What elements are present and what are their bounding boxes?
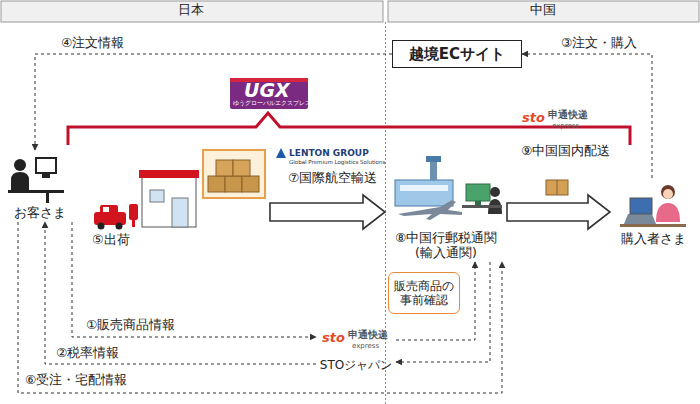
customer-node: お客さま xyxy=(2,150,78,222)
node-text: ⑤出荷 xyxy=(92,232,130,248)
precheck-box: 販売商品の事前確認 xyxy=(388,272,460,314)
parcel-icon xyxy=(546,180,568,195)
ec-site-box: 越境ECサイト xyxy=(392,40,522,68)
node-text: お客さま xyxy=(14,205,66,220)
node-text: 越境ECサイト xyxy=(409,45,505,63)
node-text: STOジャパン xyxy=(320,358,392,372)
flow-label: ⑨中国国内配送 xyxy=(520,144,611,158)
info-flow-line xyxy=(35,54,392,150)
node-text: 販売商品の事前確認 xyxy=(392,279,456,308)
airport-icon xyxy=(395,156,462,220)
delivery-car xyxy=(94,205,126,230)
info-flow-line xyxy=(45,222,316,364)
header-cell xyxy=(1,1,383,22)
info-flow-line xyxy=(72,222,316,337)
logo-text: 申通快递 xyxy=(348,329,388,341)
transport-arrow xyxy=(270,195,385,229)
logo-subtitle: Global Premium Logistics Solutions xyxy=(289,159,385,165)
flow-label: ③注文・購入 xyxy=(560,36,638,50)
node-text: 購入者さま xyxy=(621,231,686,246)
logo-text: LENTON GROUP xyxy=(289,148,369,158)
flow-label: ①販売商品情報 xyxy=(85,318,176,332)
region-heading: 日本 xyxy=(178,3,204,18)
flow-label: ⑦国際航空輸送 xyxy=(287,171,378,185)
node-text: ⑧中国行郵税通関 (輸入通関) xyxy=(388,230,504,260)
buyer-icon xyxy=(620,185,686,227)
post-box xyxy=(129,204,138,227)
customer-icon xyxy=(8,158,64,203)
logo-subtitle: express xyxy=(352,342,379,350)
service-bracket xyxy=(68,113,630,145)
parcel-stack xyxy=(203,150,265,198)
flow-label: ④注文情報 xyxy=(60,36,125,50)
flow-label: ⑥受注・宅配情報 xyxy=(24,373,128,387)
buyer-node: 購入者さま xyxy=(610,178,696,248)
post-office xyxy=(139,170,199,227)
customs-officer xyxy=(462,184,502,214)
logo-subtitle: ゆうグローバルエクスプレス xyxy=(233,100,311,106)
logo-text: 申通快递 xyxy=(548,109,588,121)
shipping-node: ⑤出荷 xyxy=(88,148,270,250)
logo-subtitle: express xyxy=(552,122,579,130)
region-heading: 中国 xyxy=(530,3,556,18)
logo-text: sto xyxy=(322,331,345,346)
logo-text: UGX xyxy=(244,80,290,102)
flow-label: ②税率情報 xyxy=(55,346,120,360)
lenton-mark xyxy=(276,148,286,158)
border-divider xyxy=(385,22,386,404)
info-flow-line xyxy=(522,54,652,178)
customs-node: ⑧中国行郵税通関 (輸入通関) xyxy=(385,150,507,262)
transport-arrow xyxy=(507,195,610,229)
logo-text: sto xyxy=(522,111,545,126)
header-cell xyxy=(388,1,699,22)
